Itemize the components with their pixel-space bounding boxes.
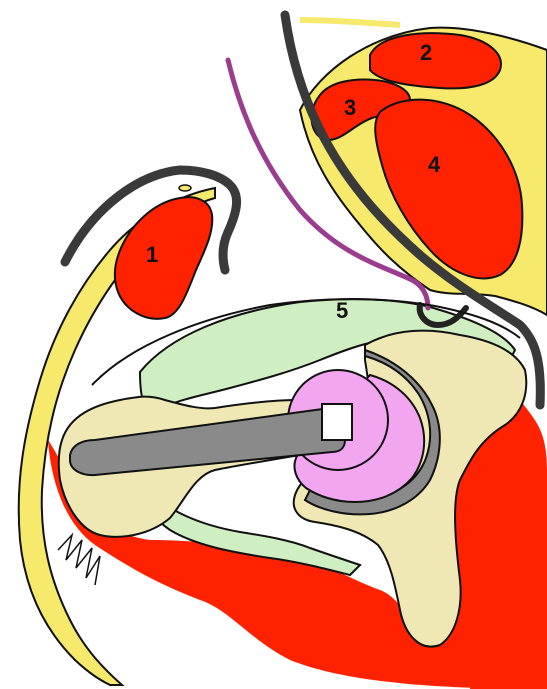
muscle-1 [115, 197, 212, 319]
label-3: 3 [344, 95, 356, 120]
label-2: 2 [420, 40, 432, 65]
small-node [179, 185, 191, 191]
label-1: 1 [146, 242, 158, 267]
label-4: 4 [428, 152, 441, 177]
label-5: 5 [336, 298, 348, 323]
fat-strip-top [300, 20, 400, 25]
muscle-2 [370, 33, 501, 88]
stem-neck-socket [322, 404, 352, 440]
